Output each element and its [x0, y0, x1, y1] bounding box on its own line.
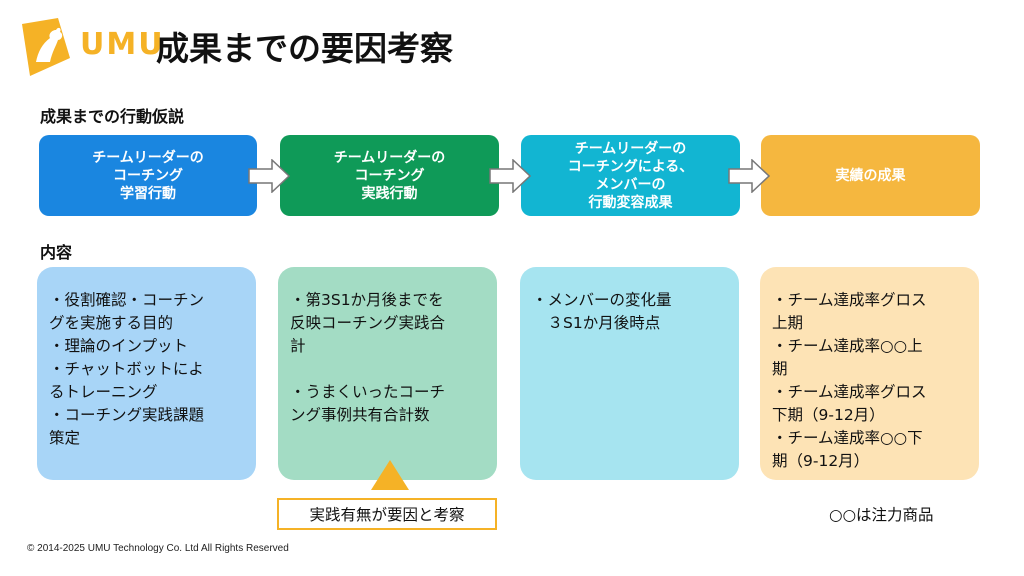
flow-step-member-change: チームリーダーの コーチングによる、 メンバーの 行動変容成果 [521, 135, 740, 216]
content-section-label: 内容 [40, 243, 73, 262]
card-text-line: ・チーム達成率グロス [772, 383, 927, 401]
logo-text: UMU [80, 27, 165, 62]
card-text-line: 上期 [772, 314, 804, 332]
content-card-member-change: ・メンバーの変化量 ３S1か月後時点 [520, 267, 739, 480]
card-text-line: ・チーム達成率○○上 [772, 337, 923, 355]
page-title: 成果までの要因考察 [156, 29, 453, 68]
right-arrow-icon [248, 159, 290, 193]
card-text-line [290, 358, 485, 381]
card-text-line: ・第3S1か月後までを [290, 291, 444, 309]
card-text-line: ・コーチング実践課題 [49, 406, 205, 424]
card-text-line: 計 [290, 337, 306, 355]
content-card-results: ・チーム達成率グロス上期・チーム達成率○○上期・チーム達成率グロス下期（9-12… [760, 267, 979, 480]
card-text-line: 期（9-12月） [772, 452, 870, 470]
flow-step-results: 実績の成果 [761, 135, 980, 216]
content-card-practice: ・第3S1か月後までを反映コーチング実践合計・うまくいったコーチング事例共有合計… [278, 267, 497, 480]
card-text-line: ・メンバーの変化量 [532, 291, 672, 309]
card-text-line: ・理論のインプット [49, 337, 189, 355]
card-text-line: 策定 [49, 429, 81, 447]
card-text-line: 期 [772, 360, 788, 378]
card-text-line: 反映コーチング実践合 [290, 314, 446, 332]
flow-step-practice: チームリーダーの コーチング 実践行動 [280, 135, 499, 216]
right-arrow-icon [489, 159, 531, 193]
card-text-line: グを実施する目的 [49, 314, 174, 332]
card-text-line: 下期（9-12月） [772, 406, 885, 424]
card-text-line: ング事例共有合計数 [290, 406, 430, 424]
card-text-line: ・チーム達成率グロス [772, 291, 927, 309]
umu-logo: UMU [22, 18, 163, 76]
card-text-line: ・役割確認・コーチン [49, 291, 205, 309]
callout-box: 実践有無が要因と考察 [277, 498, 497, 530]
card-text-line: ・チーム達成率○○下 [772, 429, 923, 447]
card-text-line: ３S1か月後時点 [532, 314, 661, 332]
card-text-line: るトレーニング [49, 383, 158, 401]
card-text-line: ・チャットボットによ [49, 360, 204, 378]
triangle-pointer-icon [371, 460, 409, 490]
copyright-footer: © 2014-2025 UMU Technology Co. Ltd All R… [27, 543, 289, 554]
legend-note: ○○は注力商品 [829, 506, 934, 524]
callout-text: 実践有無が要因と考察 [309, 506, 465, 524]
card-text-line: ・うまくいったコーチ [290, 383, 446, 401]
right-arrow-icon [728, 159, 770, 193]
content-card-learning: ・役割確認・コーチングを実施する目的・理論のインプット・チャットボットによるトレ… [37, 267, 256, 480]
hypothesis-section-label: 成果までの行動仮説 [40, 107, 185, 126]
flow-step-learning: チームリーダーの コーチング 学習行動 [39, 135, 257, 216]
umu-logo-icon [22, 18, 70, 76]
